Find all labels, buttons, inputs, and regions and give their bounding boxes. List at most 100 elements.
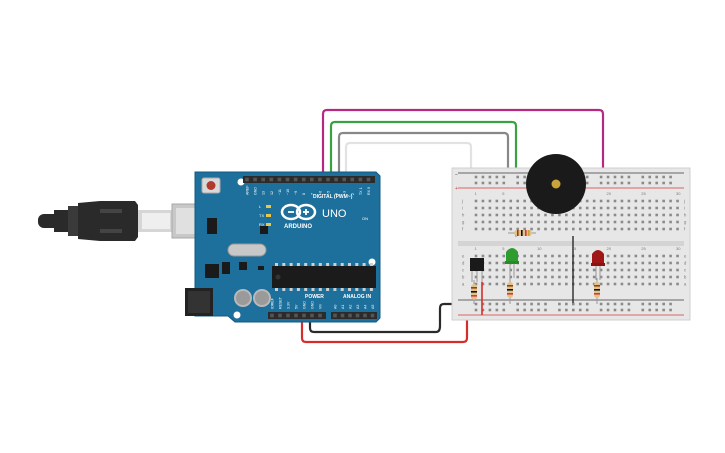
breadboard-hole[interactable] (530, 206, 533, 210)
power-pin-socket[interactable] (294, 313, 298, 318)
digital-pin-socket[interactable] (285, 177, 290, 182)
breadboard-hole[interactable] (662, 206, 665, 210)
breadboard-hole[interactable] (627, 261, 631, 265)
breadboard-hole[interactable] (558, 268, 561, 272)
rail-hole[interactable] (502, 302, 506, 306)
rail-hole[interactable] (572, 302, 575, 306)
rail-hole[interactable] (481, 302, 485, 306)
wire-green[interactable] (329, 120, 518, 230)
analog-pin-socket[interactable] (333, 313, 337, 318)
breadboard-hole[interactable] (627, 275, 631, 279)
breadboard-hole[interactable] (655, 268, 658, 272)
breadboard-hole[interactable] (648, 206, 652, 210)
breadboard-hole[interactable] (537, 275, 540, 279)
breadboard-hole[interactable] (523, 261, 526, 265)
rail-hole[interactable] (641, 175, 645, 179)
breadboard-hole[interactable] (592, 282, 596, 286)
digital-pin-socket[interactable] (350, 177, 355, 182)
rail-hole[interactable] (565, 308, 568, 312)
breadboard-hole[interactable] (634, 227, 638, 231)
wire-magenta[interactable] (321, 108, 605, 252)
breadboard-hole[interactable] (613, 261, 617, 265)
breadboard-hole[interactable] (495, 213, 499, 217)
breadboard-hole[interactable] (648, 261, 652, 265)
breadboard-hole[interactable] (662, 227, 665, 231)
rail-hole[interactable] (585, 181, 589, 185)
rail-hole[interactable] (599, 308, 603, 312)
breadboard-hole[interactable] (585, 261, 589, 265)
breadboard-hole[interactable] (592, 227, 596, 231)
breadboard-hole[interactable] (641, 199, 645, 203)
breadboard-hole[interactable] (481, 254, 485, 258)
breadboard-hole[interactable] (565, 275, 568, 279)
breadboard-hole[interactable] (481, 213, 485, 217)
breadboard-hole[interactable] (509, 206, 513, 210)
breadboard-hole[interactable] (592, 199, 596, 203)
rail-hole[interactable] (585, 175, 589, 179)
rail-hole[interactable] (599, 181, 603, 185)
breadboard-hole[interactable] (641, 227, 645, 231)
rail-hole[interactable] (488, 175, 492, 179)
breadboard-hole[interactable] (502, 199, 506, 203)
rail-hole[interactable] (606, 181, 610, 185)
breadboard-hole[interactable] (488, 213, 492, 217)
breadboard-hole[interactable] (481, 227, 485, 231)
rail-hole[interactable] (606, 302, 610, 306)
led-red[interactable] (591, 250, 605, 280)
rail-hole[interactable] (620, 181, 624, 185)
analog-pin-socket[interactable] (340, 313, 345, 318)
breadboard-hole[interactable] (551, 220, 554, 224)
rail-hole[interactable] (599, 175, 603, 179)
breadboard-hole[interactable] (669, 220, 672, 224)
analog-pin-socket[interactable] (348, 313, 352, 318)
breadboard-hole[interactable] (481, 275, 485, 279)
breadboard-hole[interactable] (509, 213, 513, 217)
digital-pin-socket[interactable] (253, 177, 257, 182)
breadboard-hole[interactable] (509, 220, 513, 224)
breadboard-hole[interactable] (544, 227, 547, 231)
breadboard-hole[interactable] (530, 275, 533, 279)
breadboard-hole[interactable] (613, 282, 617, 286)
breadboard-hole[interactable] (530, 227, 533, 231)
rail-hole[interactable] (599, 302, 603, 306)
breadboard-hole[interactable] (509, 227, 513, 231)
rail-hole[interactable] (613, 302, 617, 306)
breadboard-hole[interactable] (565, 261, 568, 265)
breadboard-hole[interactable] (599, 282, 603, 286)
breadboard-hole[interactable] (676, 220, 679, 224)
breadboard-hole[interactable] (655, 206, 658, 210)
breadboard-hole[interactable] (488, 275, 492, 279)
breadboard-hole[interactable] (474, 227, 478, 231)
breadboard-hole[interactable] (474, 199, 478, 203)
breadboard-hole[interactable] (585, 213, 589, 217)
breadboard-hole[interactable] (474, 206, 478, 210)
breadboard-hole[interactable] (502, 268, 506, 272)
breadboard-hole[interactable] (537, 282, 540, 286)
breadboard-hole[interactable] (655, 220, 658, 224)
breadboard-hole[interactable] (613, 199, 617, 203)
digital-pin-socket[interactable] (269, 177, 274, 182)
breadboard-hole[interactable] (606, 213, 610, 217)
rail-hole[interactable] (544, 308, 547, 312)
rail-hole[interactable] (481, 181, 485, 185)
breadboard-hole[interactable] (530, 282, 533, 286)
breadboard-hole[interactable] (655, 199, 658, 203)
breadboard-hole[interactable] (599, 275, 603, 279)
breadboard-hole[interactable] (676, 254, 679, 258)
breadboard-hole[interactable] (585, 275, 589, 279)
breadboard-hole[interactable] (502, 282, 506, 286)
breadboard-hole[interactable] (634, 206, 638, 210)
breadboard-hole[interactable] (551, 227, 554, 231)
breadboard-hole[interactable] (634, 268, 638, 272)
rail-hole[interactable] (481, 175, 485, 179)
breadboard-hole[interactable] (585, 268, 589, 272)
breadboard-hole[interactable] (572, 213, 575, 217)
breadboard-hole[interactable] (481, 282, 485, 286)
analog-pin-socket[interactable] (370, 313, 375, 318)
breadboard-hole[interactable] (627, 206, 631, 210)
breadboard-hole[interactable] (585, 206, 589, 210)
breadboard-hole[interactable] (495, 261, 499, 265)
rail-hole[interactable] (662, 302, 665, 306)
breadboard-hole[interactable] (613, 213, 617, 217)
breadboard-hole[interactable] (509, 268, 513, 272)
